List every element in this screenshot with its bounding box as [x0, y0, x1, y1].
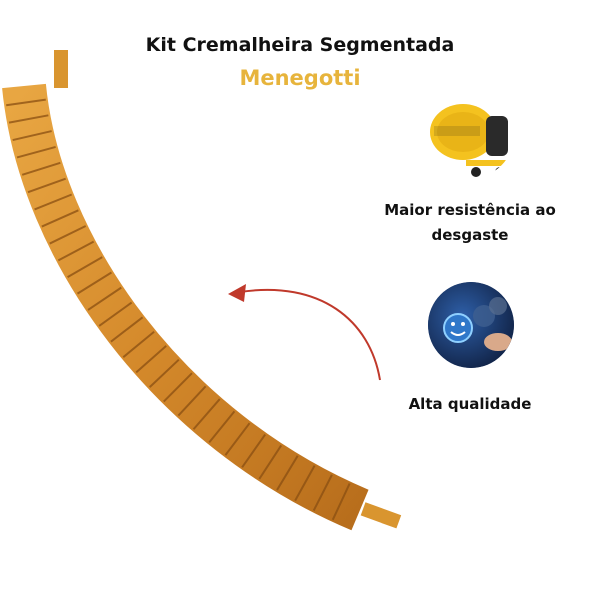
rack-tooth [27, 177, 67, 194]
rack-tooth [149, 358, 180, 388]
rack-tooth [192, 398, 221, 430]
feature-quality: Alta qualidade [370, 392, 570, 417]
feature-resistance-line2: desgaste [431, 226, 509, 244]
rack-tooth [12, 130, 52, 142]
rack-tooth [312, 474, 333, 511]
rack-tooth [87, 286, 122, 311]
rack-tooth [110, 316, 144, 343]
rack-tooth [208, 410, 236, 444]
rack-tooth [163, 372, 193, 403]
rack-tooth [241, 433, 266, 468]
rack-tooth [224, 422, 251, 456]
rack-tooth [34, 193, 73, 211]
smiley-rating-icon [428, 282, 514, 368]
rack-tooth [8, 114, 49, 124]
rack-tooth [57, 240, 95, 262]
rack-tooth [21, 161, 61, 176]
brand-name: Menegotti [239, 66, 361, 90]
rack-tooth [6, 98, 46, 107]
page-title: Kit Cremalheira Segmentada [145, 34, 455, 56]
rack-tooth [294, 465, 316, 502]
rack-tooth [98, 301, 133, 327]
rack-tooth [76, 271, 112, 295]
rack-tooth [177, 385, 207, 417]
mixer-motor-icon [428, 92, 514, 178]
rack-tooth [16, 145, 56, 159]
rack-tooth [67, 256, 103, 278]
rack-tooth [122, 330, 155, 358]
rack-tooth [135, 345, 167, 374]
feature-quality-line1: Alta qualidade [408, 395, 532, 413]
feature-resistance-line1: Maior resistência ao [384, 201, 556, 219]
rack-tooth [41, 209, 79, 228]
rack-tooth [258, 444, 283, 480]
rack-tooth [49, 225, 87, 245]
rack-tooth [331, 483, 351, 521]
feature-resistance: Maior resistência ao desgaste [370, 198, 570, 248]
rack-tooth [276, 455, 299, 491]
